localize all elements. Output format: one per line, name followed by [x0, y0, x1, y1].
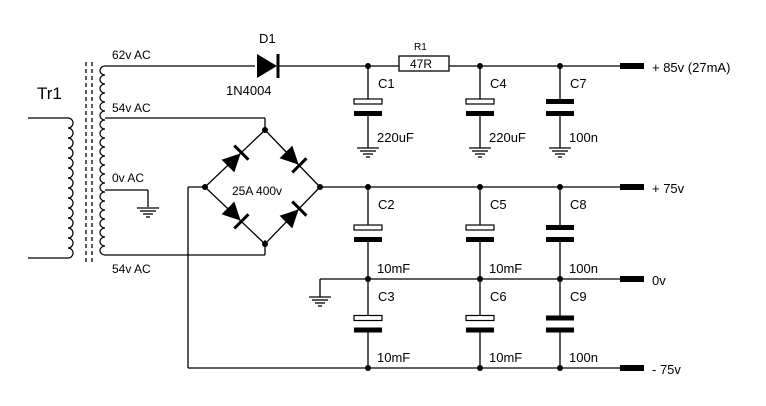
capacitor-value: 10mF — [489, 261, 522, 276]
capacitor-c2: C2 10mF — [353, 187, 410, 279]
secondary-winding — [99, 65, 106, 256]
tap-54v-lower-label: 54v AC — [112, 262, 151, 276]
capacitor-value: 10mF — [377, 350, 410, 365]
capacitor-ref: C3 — [378, 289, 395, 304]
capacitor-c8: C8 100n — [546, 187, 598, 279]
transformer: Tr1 62v AC 54v AC 0v AC 54v AC — [28, 48, 151, 276]
resistor-r1-body — [398, 55, 450, 72]
capacitor-c9: C9 100n — [546, 279, 598, 368]
capacitor-value: 220uF — [489, 130, 526, 145]
capacitor-ref: C5 — [490, 197, 507, 212]
output-75v-label: + 75v — [652, 181, 685, 196]
capacitor-group: C1220uFC4220uFC7100nC210mFC510mFC8100nC3… — [353, 66, 598, 368]
tap-0v-label: 0v AC — [112, 171, 144, 185]
terminal-minus-75v — [620, 365, 644, 371]
diode-part: 1N4004 — [226, 83, 272, 98]
transformer-label: Tr1 — [37, 84, 62, 103]
capacitor-ref: C2 — [378, 197, 395, 212]
capacitor-c1: C1 220uF — [353, 66, 414, 158]
capacitor-ref: C8 — [570, 197, 587, 212]
capacitor-ref: C7 — [570, 76, 587, 91]
output-0v-label: 0v — [652, 273, 666, 288]
capacitor-ref: C1 — [378, 76, 395, 91]
rail-75v: + 75v — [368, 181, 685, 196]
junction-dots — [202, 63, 563, 371]
transformer-core — [85, 62, 93, 262]
capacitor-value: 100n — [569, 350, 598, 365]
ground-symbol-0v — [309, 296, 331, 307]
resistor-value: 47R — [410, 57, 432, 71]
primary-winding — [28, 117, 74, 259]
capacitor-c6: C6 10mF — [465, 279, 522, 368]
capacitor-value: 100n — [569, 130, 598, 145]
diode-ref: D1 — [259, 31, 276, 46]
capacitor-ref: C6 — [490, 289, 507, 304]
capacitor-c5: C5 10mF — [465, 187, 522, 279]
terminal-75v — [620, 184, 644, 190]
capacitor-ref: C9 — [570, 289, 587, 304]
capacitor-ref: C4 — [490, 76, 507, 91]
bridge-rating: 25A 400v — [232, 184, 282, 198]
capacitor-c3: C3 10mF — [353, 279, 410, 368]
output-85v-label: + 85v (27mA) — [652, 60, 730, 75]
secondary-wiring — [105, 65, 266, 256]
diode-d1: D1 1N4004 — [226, 31, 368, 98]
rail-minus-75v: - 75v — [188, 362, 681, 377]
capacitor-value: 220uF — [377, 130, 414, 145]
ground-symbol — [137, 207, 159, 218]
capacitor-value: 10mF — [377, 261, 410, 276]
capacitor-c4: C4 220uF — [465, 66, 526, 158]
tap-62v-label: 62v AC — [112, 48, 151, 62]
capacitor-value: 10mF — [489, 350, 522, 365]
capacitor-value: 100n — [569, 261, 598, 276]
terminal-0v — [620, 276, 644, 282]
rail-85v: R1 47R + 85v (27mA) — [368, 42, 730, 75]
resistor-ref: R1 — [414, 42, 427, 53]
capacitor-c7: C7 100n — [546, 66, 598, 158]
tap-54v-upper-label: 54v AC — [112, 101, 151, 115]
terminal-85v — [620, 63, 644, 69]
bridge-rectifier: 25A 400v — [187, 129, 368, 368]
output-minus-75v-label: - 75v — [652, 362, 681, 377]
